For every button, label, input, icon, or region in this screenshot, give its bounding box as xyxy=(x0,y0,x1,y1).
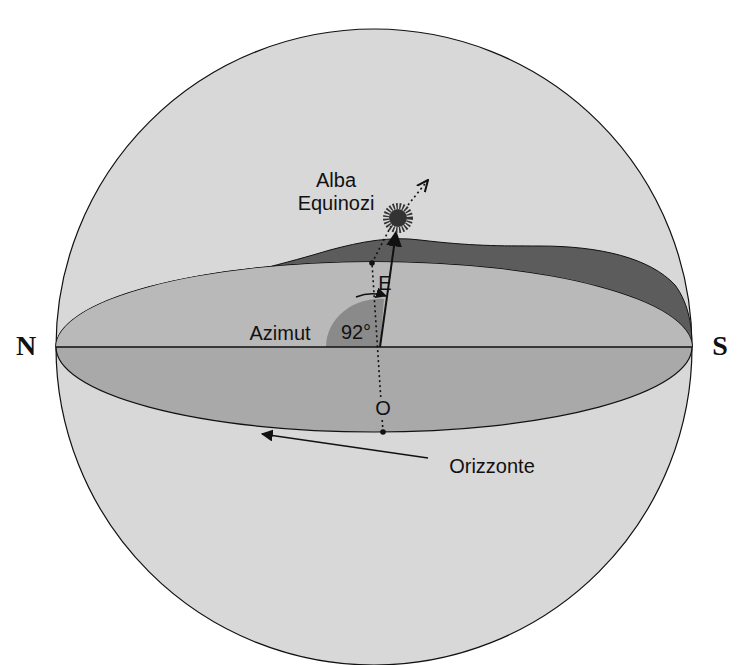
sun-path xyxy=(408,180,428,205)
sphere xyxy=(56,29,692,665)
azimuth-arc xyxy=(356,294,386,297)
direction-letter: E xyxy=(378,272,391,295)
mountain-profile xyxy=(56,239,692,347)
sun-label: Alba Equinozi xyxy=(286,169,386,215)
horizon-plane xyxy=(56,262,692,432)
direction-letter: S xyxy=(712,330,728,362)
sun-rays xyxy=(386,206,410,230)
north-south-line xyxy=(56,346,692,347)
sun xyxy=(389,209,407,227)
west-point xyxy=(380,429,386,435)
angle-value: 92° xyxy=(341,321,371,344)
angle-label: Azimut xyxy=(249,322,310,345)
horizon-back-half xyxy=(56,262,692,347)
east-point xyxy=(369,260,375,266)
leader-line xyxy=(262,434,428,458)
horizon-label: Orizzonte xyxy=(449,455,535,478)
dotted-path xyxy=(372,226,391,263)
direction-letter: N xyxy=(16,330,36,362)
direction-letter: O xyxy=(372,397,394,420)
